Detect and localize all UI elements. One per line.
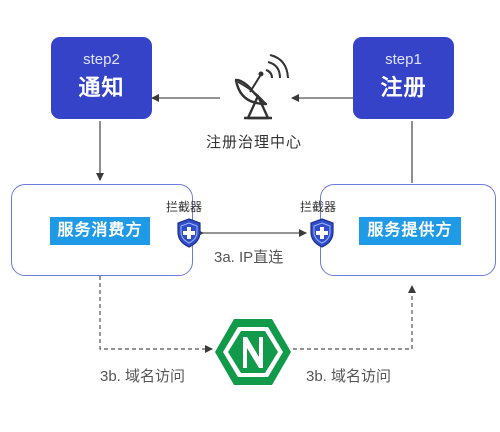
nginx-logo-icon [215, 319, 291, 385]
domain-access-right-label: 3b. 域名访问 [306, 368, 392, 385]
step1-title: 注册 [380, 75, 427, 100]
interceptor-left-label: 拦截器 [166, 200, 203, 214]
step1-number: step1 [385, 51, 422, 68]
step2-box: step2 通知 [51, 37, 152, 119]
step2-title: 通知 [78, 75, 125, 100]
registry-label: 注册治理中心 [206, 134, 303, 151]
shield-plus-icon [177, 218, 201, 248]
interceptor-right-label: 拦截器 [300, 200, 337, 214]
consumer-label: 服务消费方 [50, 217, 150, 245]
step2-number: step2 [83, 51, 120, 68]
ip-direct-label: 3a. IP直连 [214, 249, 284, 266]
step1-box: step1 注册 [353, 37, 454, 119]
domain-access-left-label: 3b. 域名访问 [100, 368, 186, 385]
shield-plus-icon [310, 218, 334, 248]
provider-label: 服务提供方 [359, 217, 461, 245]
dashed-nginx-to-provider [293, 285, 416, 350]
dashed-consumer-to-nginx [99, 276, 213, 353]
satellite-dish-icon [234, 54, 289, 120]
